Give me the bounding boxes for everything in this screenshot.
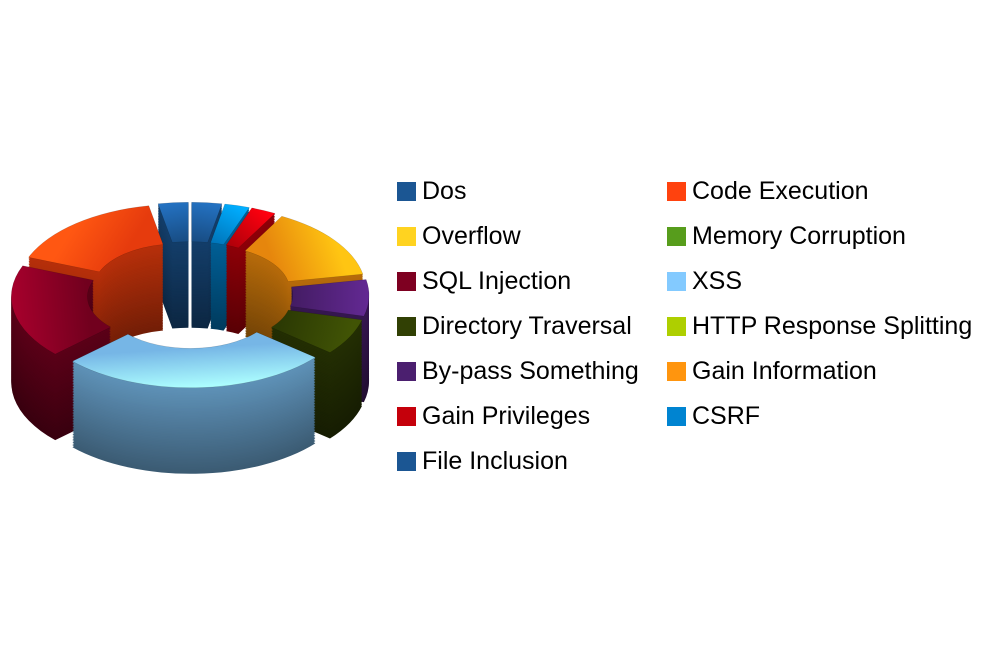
legend-item-code-execution: Code Execution [667,179,972,204]
pie-slice-code-execution [28,205,164,273]
legend-item-memory-corruption: Memory Corruption [667,224,972,249]
legend-item-directory-traversal: Directory Traversal [397,314,667,339]
legend-label: CSRF [692,402,761,430]
legend-color-swatch-code-execution [667,182,686,201]
legend-color-swatch-csrf [667,407,686,426]
legend-color-swatch-dos [397,182,416,201]
legend-color-swatch-xss [667,272,686,291]
chart-area [0,0,395,666]
legend-label: Directory Traversal [422,312,632,340]
legend-label: Gain Privileges [422,402,591,430]
legend-label: By-pass Something [422,357,639,385]
legend-item-dos: Dos [397,179,667,204]
legend-color-swatch-gain-information [667,362,686,381]
legend-color-swatch-directory-traversal [397,317,416,336]
legend-label: XSS [692,267,743,295]
pie-slice-file-inclusion [191,201,223,243]
legend-label: HTTP Response Splitting [692,312,973,340]
pie-slice-xss [71,331,316,389]
legend-item-gain-privileges: Gain Privileges [397,404,667,429]
pie-slice-gain-privileges [225,207,276,249]
legend-color-swatch-gain-privileges [397,407,416,426]
pie-chart [11,201,370,474]
pie-slice-group-dos [157,201,189,329]
legend-item-csrf: CSRF [667,404,972,429]
pie-slice-gain-information [244,215,364,282]
legend-item-overflow: Overflow [397,224,667,249]
legend-label: Dos [422,177,467,205]
pie-slice-dos [157,201,189,243]
legend-label: SQL Injection [422,267,572,295]
pie-slice-sql-injection [11,265,112,355]
legend-item-by-pass-something: By-pass Something [397,359,667,384]
legend-item-xss: XSS [667,269,972,294]
legend-label: Overflow [422,222,521,250]
legend-item-http-response-splitting: HTTP Response Splitting [667,314,972,339]
legend-label: Gain Information [692,357,877,385]
pie-slice-by-pass-something [289,279,370,317]
legend-color-swatch-http-response-splitting [667,317,686,336]
legend-item-file-inclusion: File Inclusion [397,449,667,474]
legend-item-sql-injection: SQL Injection [397,269,667,294]
pie-slice-directory-traversal [270,309,363,353]
legend-color-swatch-memory-corruption [667,227,686,246]
legend-color-swatch-by-pass-something [397,362,416,381]
legend-color-swatch-overflow [397,227,416,246]
legend-color-swatch-file-inclusion [397,452,416,471]
pie-slice-group-xss [71,331,316,474]
pie-slice-csrf [210,203,250,245]
legend-label: Memory Corruption [692,222,906,250]
legend-label: File Inclusion [422,447,568,475]
legend-item-gain-information: Gain Information [667,359,972,384]
legend-color-swatch-sql-injection [397,272,416,291]
legend-label: Code Execution [692,177,869,205]
